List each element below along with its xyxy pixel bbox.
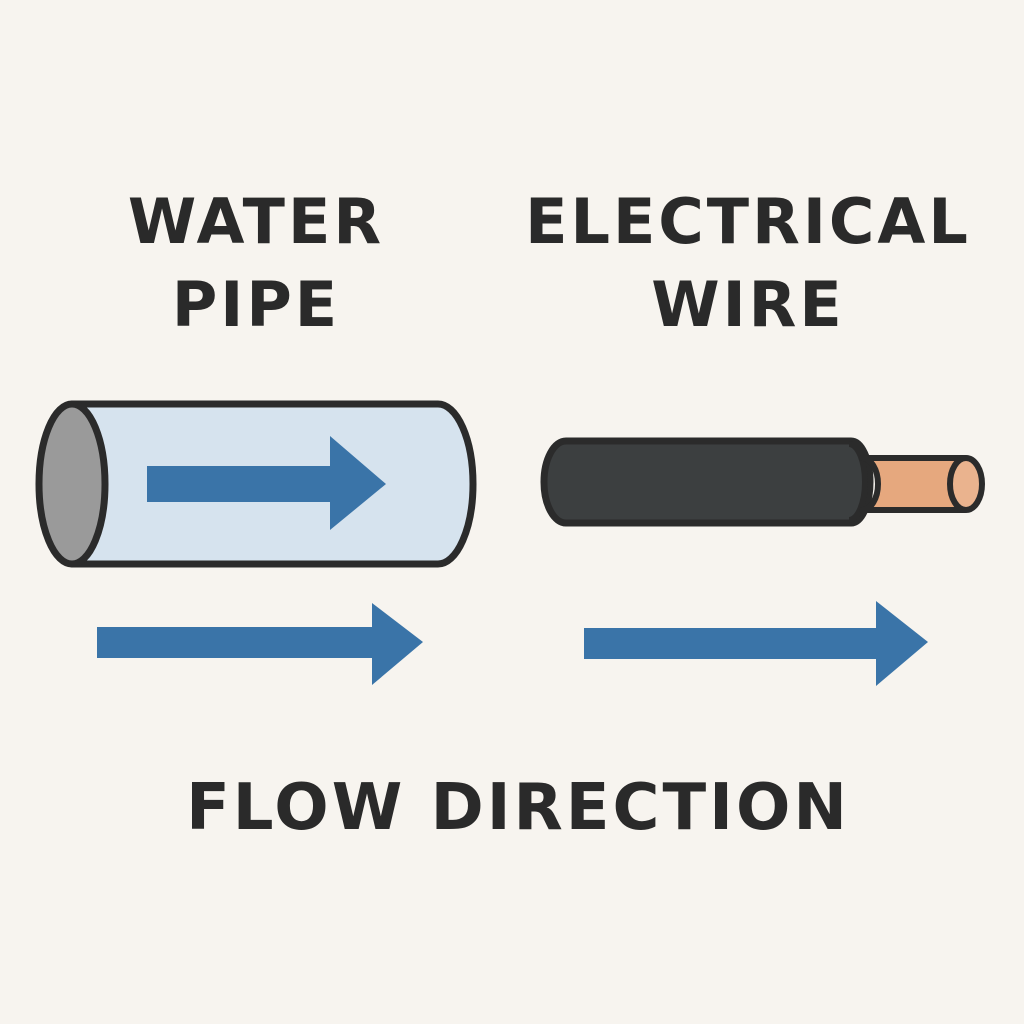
flow-direction-caption: FLOW DIRECTION [186,771,850,845]
pipe-flow-arrow-icon [147,436,386,530]
pipe-open-end [35,400,109,568]
electrical-wire-icon [540,437,985,527]
electric-flow-arrow-icon [584,601,928,686]
water-pipe-title: WATER PIPE [128,185,384,341]
electrical-wire-title-line2: WIRE [651,268,845,341]
water-pipe-title-line1: WATER [128,185,384,258]
water-pipe-title-line2: PIPE [172,268,340,341]
insulation-collar [848,441,868,523]
water-flow-arrow-icon [97,603,423,685]
wire-insulation [540,437,874,527]
copper-end [947,455,985,513]
water-pipe-icon [35,400,477,568]
copper-conductor [859,455,968,513]
electrical-wire-title: ELECTRICAL WIRE [525,185,971,341]
electrical-wire-title-line1: ELECTRICAL [525,185,971,258]
